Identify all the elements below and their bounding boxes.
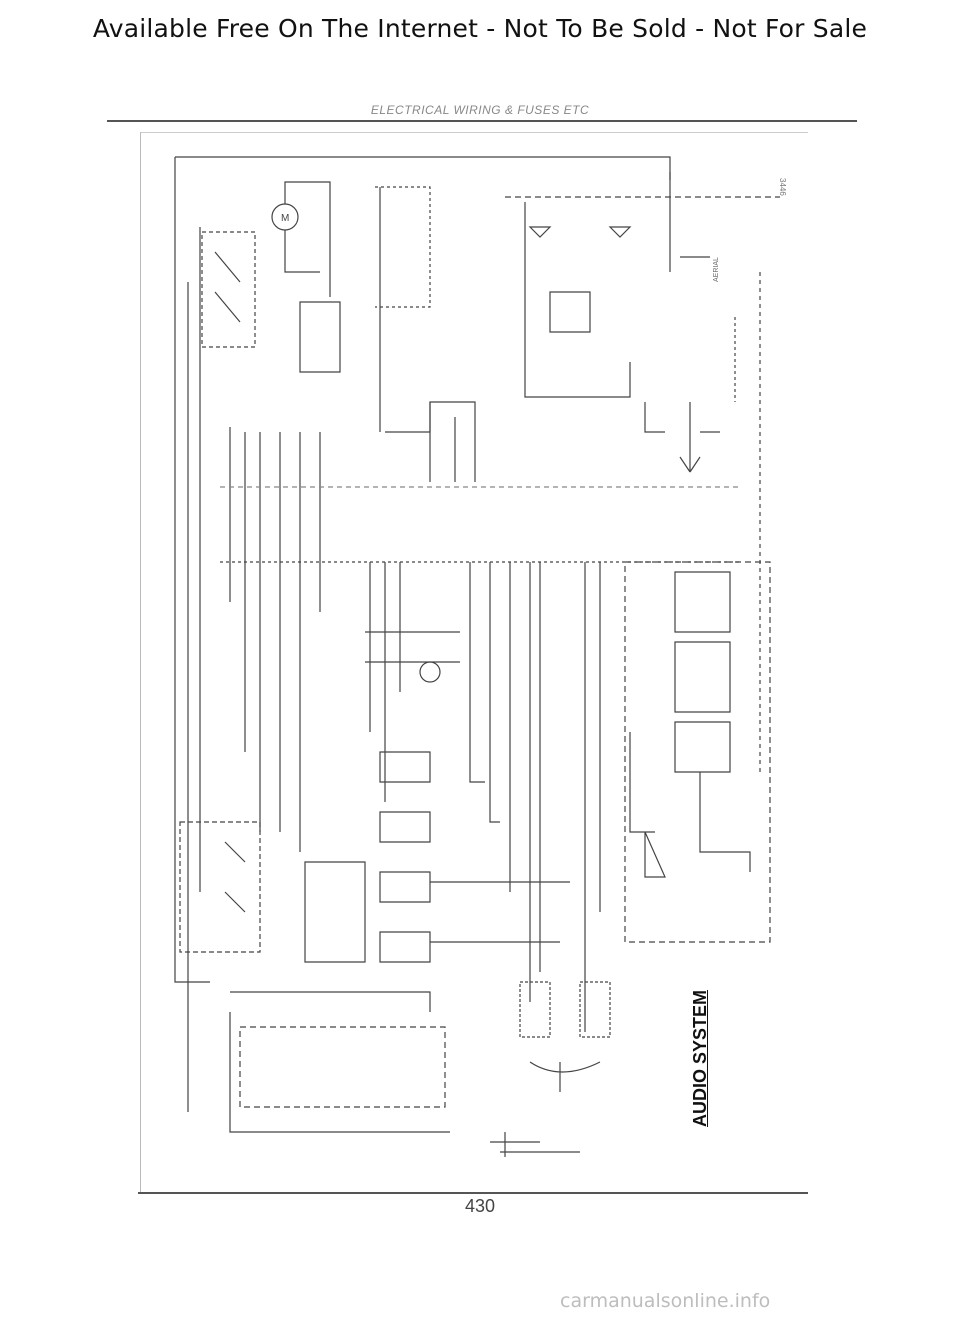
antenna-label: AERIAL (713, 257, 720, 282)
page-number: 430 (464, 1196, 496, 1216)
wiring-diagram: M AERIAL (174, 156, 780, 1157)
diagram-title: AUDIO SYSTEM (690, 989, 710, 1127)
section-title: ELECTRICAL WIRING & FUSES ETC (370, 103, 590, 117)
header-rule (107, 120, 857, 122)
motor-label: M (281, 213, 289, 224)
watermark: carmanualsonline.info (560, 1290, 771, 1312)
diagram-code: 3446 (778, 178, 787, 196)
footer-rule (138, 1192, 808, 1194)
relay-box (201, 231, 256, 348)
main-bus-left (174, 157, 210, 983)
switch-box (179, 821, 261, 953)
main-bus-top (175, 156, 671, 180)
banner-notice: Available Free On The Internet - Not To … (92, 14, 868, 43)
fuse-box (239, 1026, 446, 1108)
diagram-frame (140, 132, 808, 1193)
audio-unit-box (624, 561, 771, 943)
